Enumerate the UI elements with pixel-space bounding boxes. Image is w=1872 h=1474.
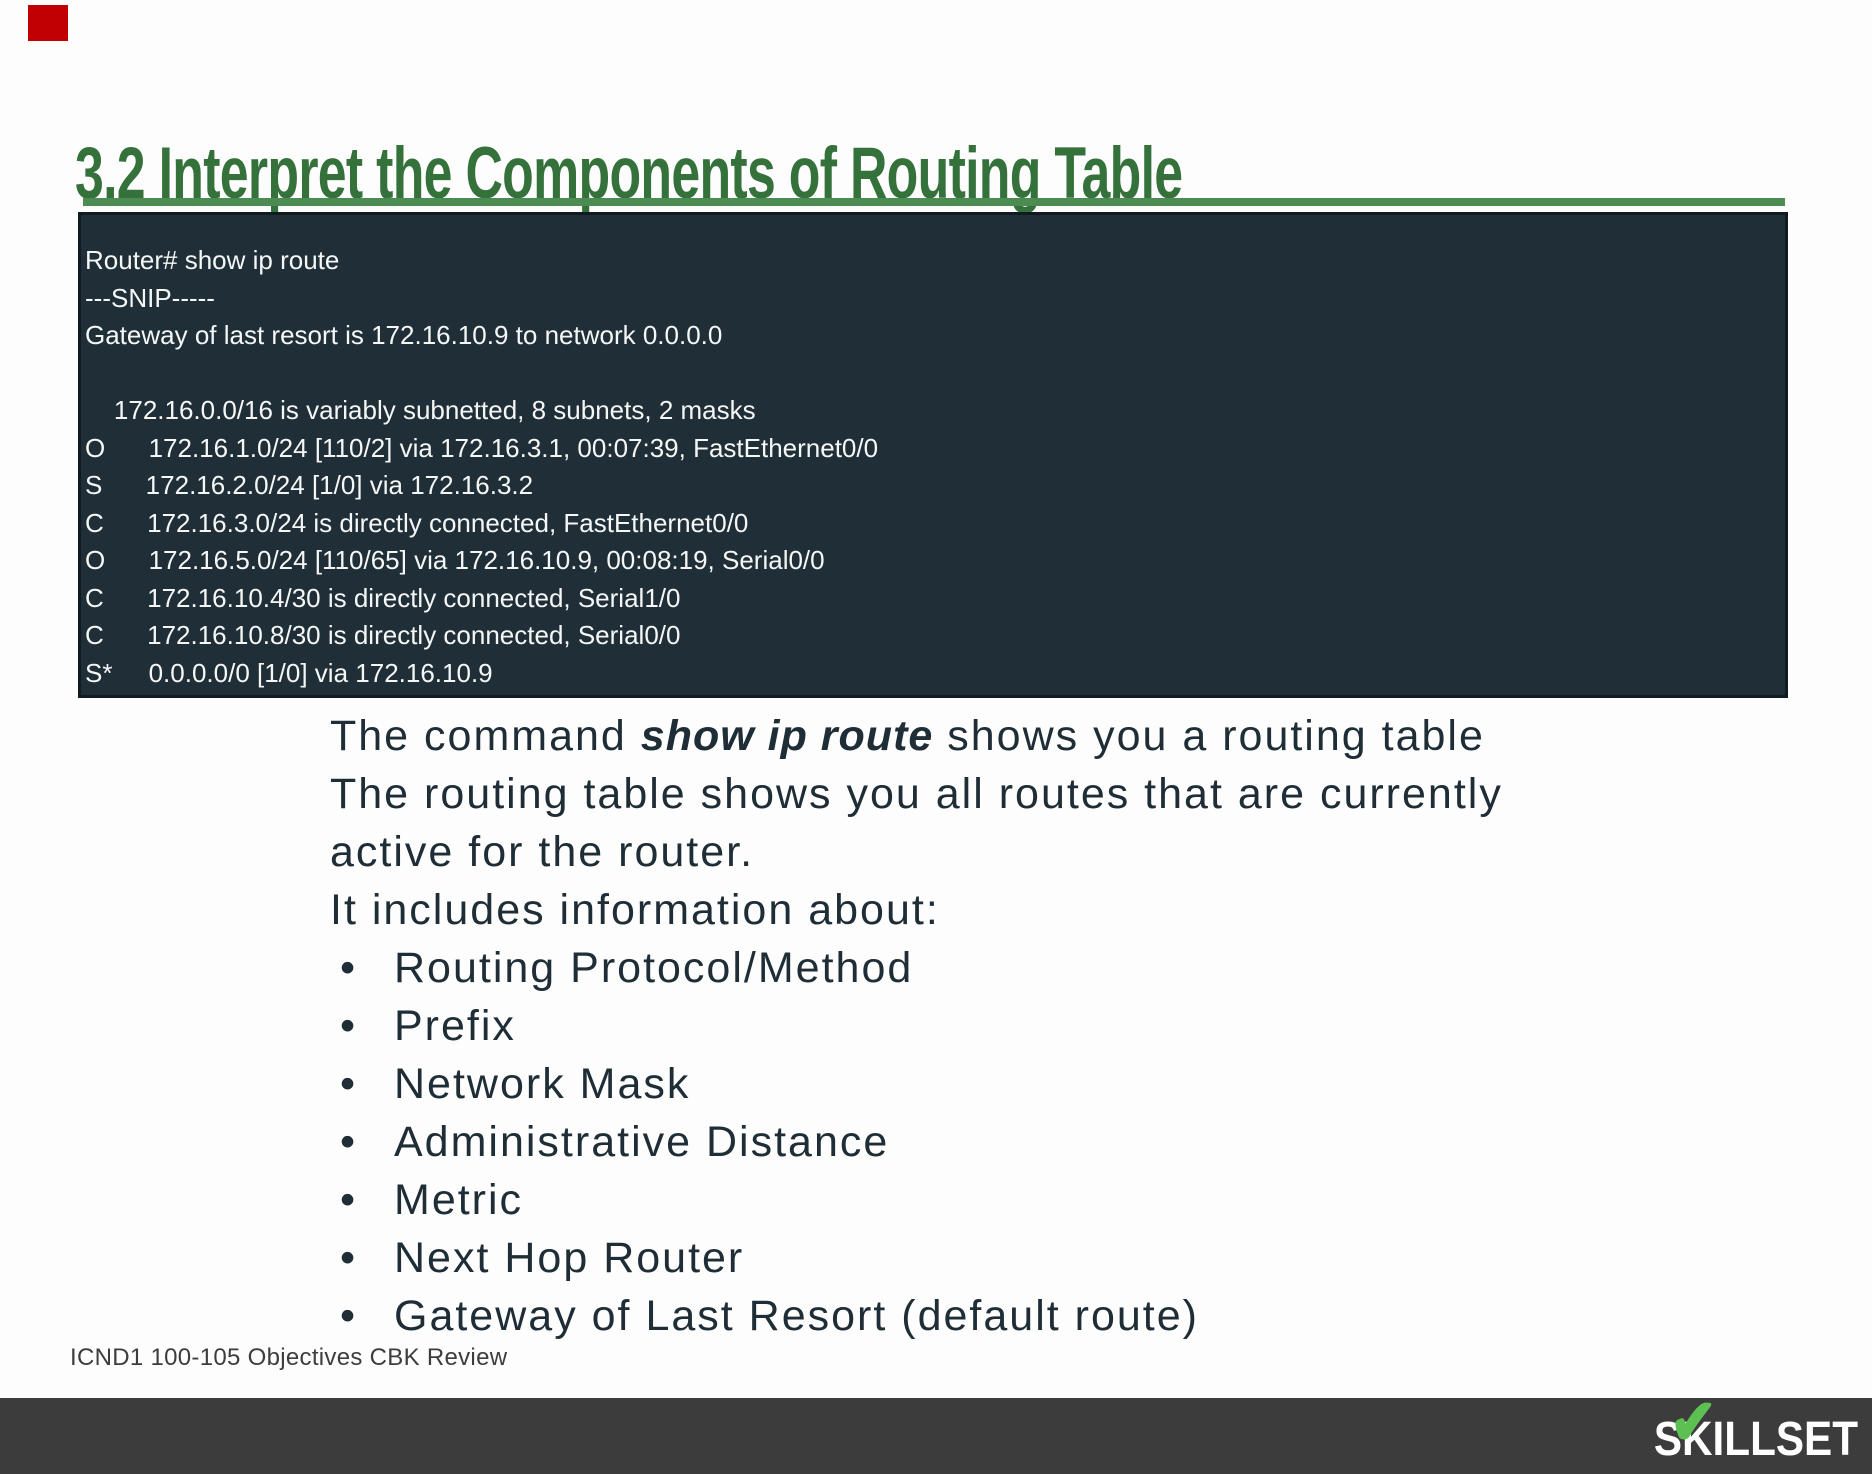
list-item-label: Gateway of Last Resort (default route) [394, 1292, 1199, 1340]
list-item: • Next Hop Router [330, 1229, 1503, 1287]
bullet-icon: • [340, 1118, 358, 1166]
logo-letter-s: S [1653, 1412, 1682, 1466]
bullet-icon: • [340, 944, 358, 992]
body-line: It includes information about: [330, 886, 940, 934]
intro-command: show ip route [640, 712, 934, 760]
bullet-icon: • [340, 1060, 358, 1108]
red-marker [28, 5, 68, 41]
list-item-label: Routing Protocol/Method [394, 944, 914, 992]
terminal-line: 172.16.0.0/16 is variably subnetted, 8 s… [85, 395, 756, 425]
title-divider [83, 198, 1785, 206]
terminal-output: Router# show ip route ---SNIP----- Gatew… [78, 212, 1788, 698]
list-item-label: Metric [394, 1176, 524, 1224]
logo-rest: ILLSET [1712, 1412, 1858, 1466]
terminal-line: O 172.16.1.0/24 [110/2] via 172.16.3.1, … [85, 432, 879, 463]
terminal-line: C 172.16.3.0/24 is directly connected, F… [85, 507, 749, 538]
list-item: • Network Mask [330, 1055, 1503, 1113]
body-intro-line: The command show ip route shows you a ro… [330, 707, 1503, 765]
list-item: • Metric [330, 1171, 1503, 1229]
list-item-label: Next Hop Router [394, 1234, 745, 1282]
terminal-line: Gateway of last resort is 172.16.10.9 to… [85, 320, 723, 350]
page-title: 3.2 Interpret the Components of Routing … [75, 132, 1183, 214]
terminal-line: S 172.16.2.0/24 [1/0] via 172.16.3.2 [85, 470, 534, 500]
intro-suffix: shows you a routing table [933, 712, 1485, 760]
intro-prefix: The command [330, 712, 641, 760]
list-item-label: Administrative Distance [394, 1118, 890, 1166]
terminal-line: Router# show ip route [85, 245, 340, 275]
bullet-icon: • [340, 1292, 358, 1340]
logo-k-glyph: K [1682, 1412, 1713, 1466]
bullet-icon: • [340, 1234, 358, 1282]
terminal-line: S* 0.0.0.0/0 [1/0] via 172.16.10.9 [85, 657, 493, 688]
list-item: • Prefix [330, 997, 1503, 1055]
list-item: • Administrative Distance [330, 1113, 1503, 1171]
bullet-icon: • [340, 1176, 358, 1224]
list-item-label: Prefix [394, 1002, 516, 1050]
terminal-line: ---SNIP----- [85, 282, 215, 313]
terminal-line: C 172.16.10.4/30 is directly connected, … [85, 582, 681, 613]
bullet-icon: • [340, 1002, 358, 1050]
footer-note: ICND1 100-105 Objectives CBK Review [70, 1344, 508, 1371]
body-text: The command show ip route shows you a ro… [330, 707, 1503, 1345]
list-item: • Gateway of Last Resort (default route) [330, 1287, 1503, 1345]
terminal-line: O 172.16.5.0/24 [110/65] via 172.16.10.9… [85, 545, 825, 575]
body-line: The routing table shows you all routes t… [330, 770, 1503, 818]
terminal-line: C 172.16.10.8/30 is directly connected, … [85, 620, 681, 650]
list-item-label: Network Mask [394, 1060, 691, 1108]
body-line: active for the router. [330, 828, 755, 876]
logo-letter-k: K✔ [1670, 1390, 1717, 1467]
terminal-line [85, 355, 1777, 393]
list-item: • Routing Protocol/Method [330, 939, 1503, 997]
